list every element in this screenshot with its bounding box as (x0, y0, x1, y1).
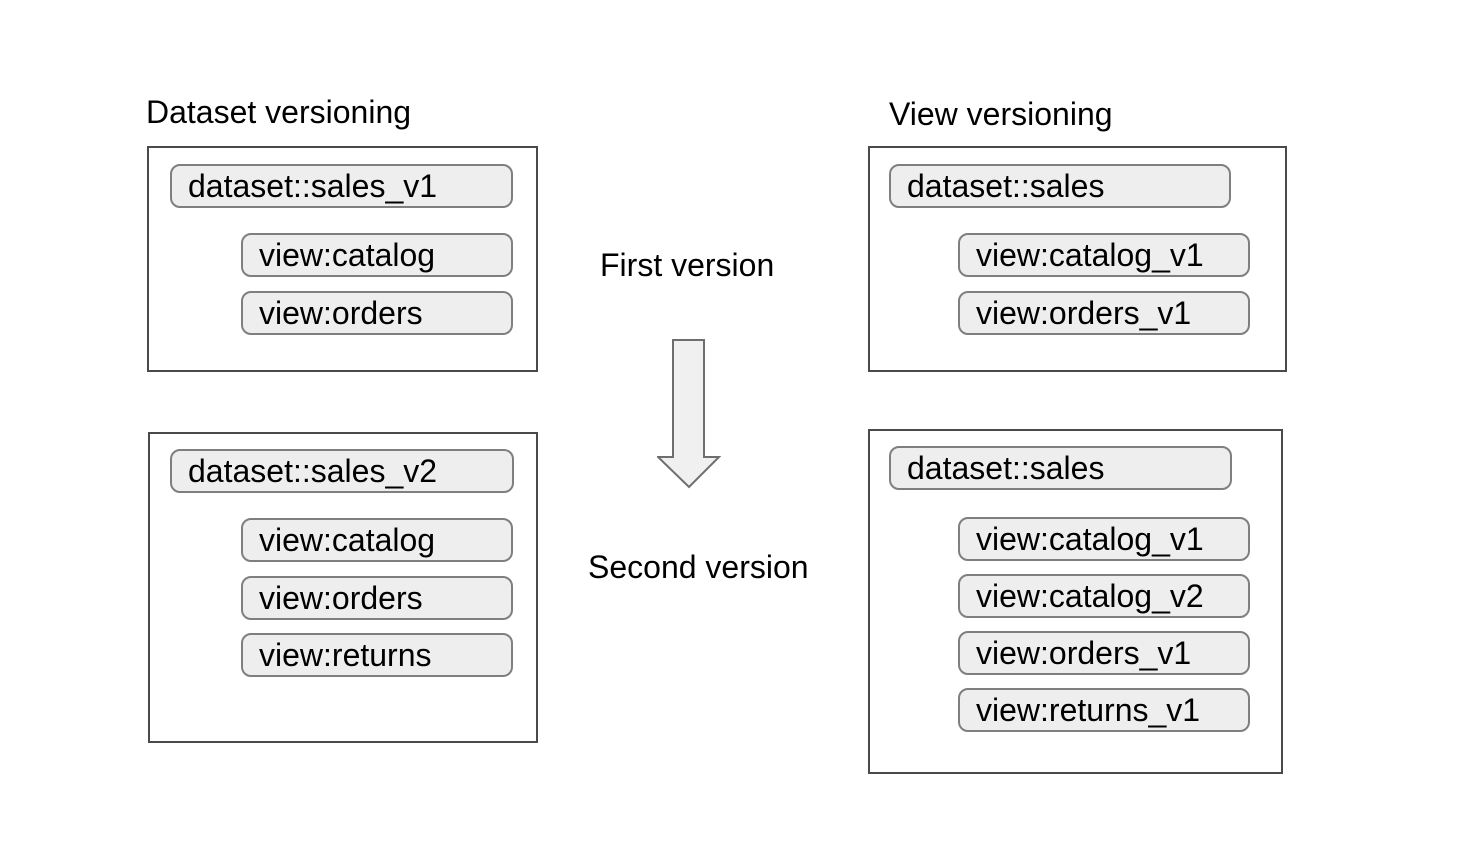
view-pill: view:returns (241, 633, 513, 677)
view-versioning-v2-box: dataset::sales view:catalog_v1 view:cata… (868, 429, 1283, 774)
dataset-pill: dataset::sales_v2 (170, 449, 514, 493)
down-block-arrow-icon (655, 339, 722, 494)
view-pill: view:orders_v1 (958, 631, 1250, 675)
view-versioning-heading: View versioning (889, 96, 1113, 132)
second-version-label: Second version (588, 549, 809, 585)
view-pill: view:returns_v1 (958, 688, 1250, 732)
dataset-versioning-v2-box: dataset::sales_v2 view:catalog view:orde… (148, 432, 538, 743)
dataset-versioning-v1-box: dataset::sales_v1 view:catalog view:orde… (147, 146, 538, 372)
view-versioning-v1-box: dataset::sales view:catalog_v1 view:orde… (868, 146, 1287, 372)
view-pill: view:catalog_v2 (958, 574, 1250, 618)
dataset-pill: dataset::sales (889, 164, 1231, 208)
view-pill: view:orders_v1 (958, 291, 1250, 335)
dataset-pill: dataset::sales_v1 (170, 164, 513, 208)
view-pill: view:orders (241, 576, 513, 620)
dataset-versioning-heading: Dataset versioning (146, 94, 412, 130)
first-version-label: First version (600, 247, 775, 283)
view-pill: view:catalog (241, 518, 513, 562)
view-pill: view:catalog (241, 233, 513, 277)
dataset-pill: dataset::sales (889, 446, 1232, 490)
view-pill: view:catalog_v1 (958, 233, 1250, 277)
view-pill: view:catalog_v1 (958, 517, 1250, 561)
view-pill: view:orders (241, 291, 513, 335)
